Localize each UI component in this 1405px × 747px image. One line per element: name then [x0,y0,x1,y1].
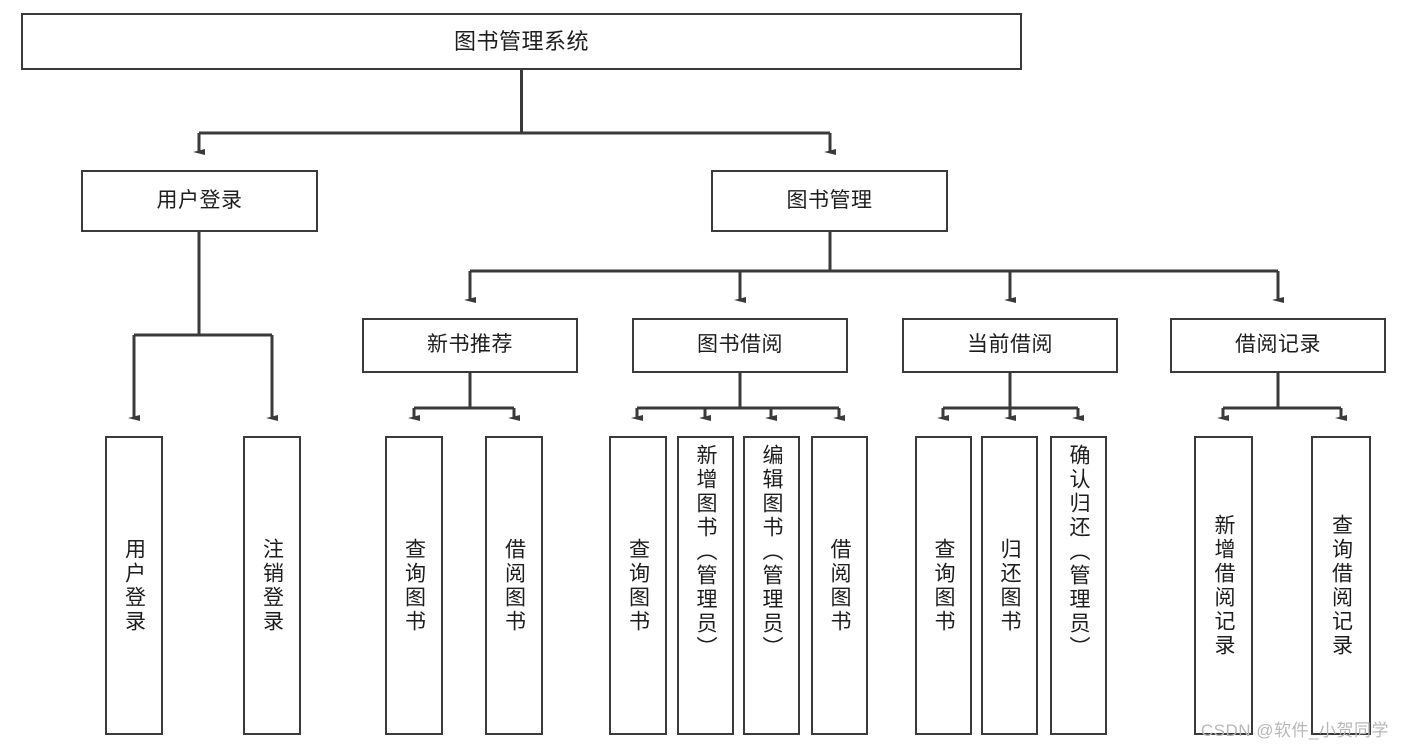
node-leaf-confirm-return-label: 确认归还（管理员） [1067,444,1090,660]
node-leaf-edit-book[interactable]: 编辑图书（管理员） [743,436,800,735]
node-leaf-add-book[interactable]: 新增图书（管理员） [677,436,734,735]
node-new-book-recommend-label: 新书推荐 [427,333,513,357]
node-leaf-user-logout[interactable]: 注销登录 [243,436,301,735]
node-leaf-query-book-1[interactable]: 查询图书 [385,436,443,735]
node-root-label: 图书管理系统 [453,28,589,54]
node-leaf-query-book-2-label: 查询图书 [626,537,650,634]
node-leaf-query-book-2[interactable]: 查询图书 [609,436,667,735]
node-leaf-confirm-return[interactable]: 确认归还（管理员） [1050,436,1107,735]
node-book-manage[interactable]: 图书管理 [711,170,948,232]
node-leaf-edit-book-label: 编辑图书（管理员） [760,444,783,660]
node-leaf-return-book[interactable]: 归还图书 [981,436,1038,735]
node-book-manage-label: 图书管理 [786,188,873,212]
node-leaf-user-login[interactable]: 用户登录 [105,436,163,735]
node-current-borrow-label: 当前借阅 [967,333,1053,357]
node-leaf-query-record[interactable]: 查询借阅记录 [1311,436,1371,735]
node-leaf-borrow-book-1[interactable]: 借阅图书 [485,436,543,735]
node-leaf-add-record[interactable]: 新增借阅记录 [1194,436,1253,735]
node-leaf-borrow-book-1-label: 借阅图书 [502,537,526,634]
node-borrow-record[interactable]: 借阅记录 [1170,318,1386,373]
node-root[interactable]: 图书管理系统 [21,13,1022,70]
node-user-login-label: 用户登录 [156,188,243,212]
node-borrow-record-label: 借阅记录 [1235,333,1321,357]
node-leaf-add-record-label: 新增借阅记录 [1212,513,1235,658]
node-leaf-query-book-1-label: 查询图书 [402,537,426,634]
node-current-borrow[interactable]: 当前借阅 [902,318,1118,373]
node-leaf-query-record-label: 查询借阅记录 [1329,513,1353,658]
csdn-watermark: CSDN @软件_小贺同学 [1200,721,1389,740]
node-leaf-borrow-book-2[interactable]: 借阅图书 [811,436,868,735]
node-new-book-recommend[interactable]: 新书推荐 [362,318,578,373]
node-book-borrow[interactable]: 图书借阅 [632,318,848,373]
node-leaf-add-book-label: 新增图书（管理员） [694,444,717,660]
node-leaf-query-book-3-label: 查询图书 [932,537,955,634]
node-leaf-return-book-label: 归还图书 [998,537,1021,634]
node-book-borrow-label: 图书借阅 [697,333,783,357]
node-leaf-borrow-book-2-label: 借阅图书 [828,537,851,634]
node-user-login[interactable]: 用户登录 [81,170,318,232]
node-leaf-query-book-3[interactable]: 查询图书 [915,436,972,735]
node-leaf-user-login-label: 用户登录 [122,537,146,634]
node-leaf-user-logout-label: 注销登录 [260,537,284,634]
